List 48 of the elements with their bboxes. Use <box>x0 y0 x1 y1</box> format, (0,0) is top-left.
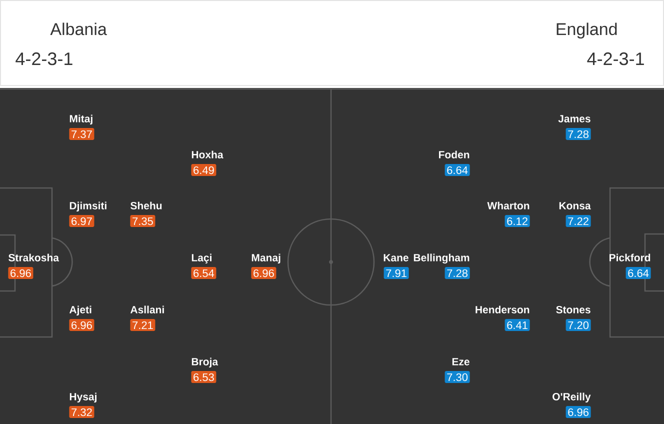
rating-badge: 6.64 <box>444 164 470 176</box>
rating-badge: 6.54 <box>191 267 216 279</box>
formation-text: 4-2-3-1 <box>587 52 644 66</box>
rating-badge: 6.96 <box>251 267 276 279</box>
rating-badge: 7.28 <box>566 128 591 140</box>
team-name: England <box>556 22 617 39</box>
rating-badge: 7.37 <box>69 128 94 140</box>
player-name: Hysaj <box>70 392 96 402</box>
player-name: Kane <box>384 254 408 262</box>
rating-badge: 6.49 <box>191 164 216 176</box>
player-name: James <box>558 115 590 122</box>
rating-badge: 6.64 <box>626 267 651 279</box>
rating-badge: 6.96 <box>566 406 591 418</box>
rating-badge: 6.96 <box>8 267 34 279</box>
rating-badge: 6.96 <box>69 319 94 331</box>
player-name: Stones <box>556 306 590 314</box>
rating-badge: 6.12 <box>504 215 530 227</box>
player-name: Laçi <box>192 254 212 264</box>
player-name: Djimsiti <box>70 202 106 212</box>
rating-badge: 7.28 <box>444 267 470 279</box>
player-name: Strakosha <box>8 254 60 262</box>
player-name: Henderson <box>476 306 530 314</box>
team-name: Albania <box>50 22 107 36</box>
rating-badge: 6.53 <box>191 371 216 383</box>
player-name: O'Reilly <box>552 392 591 402</box>
player-name: Pickford <box>610 254 650 262</box>
player-name: Konsa <box>559 202 591 210</box>
player-name: Mitaj <box>70 114 92 124</box>
player-name: Asllani <box>130 306 164 314</box>
rating-badge: 7.32 <box>69 406 94 418</box>
player-name: Ajeti <box>69 306 92 316</box>
rating-badge: 7.30 <box>444 371 470 383</box>
rating-badge: 7.35 <box>130 215 156 227</box>
player-name: Foden <box>439 150 470 158</box>
rating-badge: 7.22 <box>566 215 591 227</box>
player-name: Manaj <box>252 254 280 264</box>
player-name: Eze <box>452 358 470 366</box>
rating-badge: 7.91 <box>384 267 409 279</box>
rating-badge: 7.21 <box>130 319 156 331</box>
player-name: Hoxha <box>192 150 224 158</box>
rating-badge: 7.20 <box>566 319 591 331</box>
player-name: Shehu <box>130 202 162 210</box>
player-name: Broja <box>192 358 218 368</box>
formation-text: 4-2-3-1 <box>16 52 72 66</box>
rating-badge: 6.41 <box>504 319 530 331</box>
player-name: Bellingham <box>414 254 470 264</box>
player-name: Wharton <box>487 202 530 210</box>
rating-badge: 6.97 <box>69 215 94 227</box>
